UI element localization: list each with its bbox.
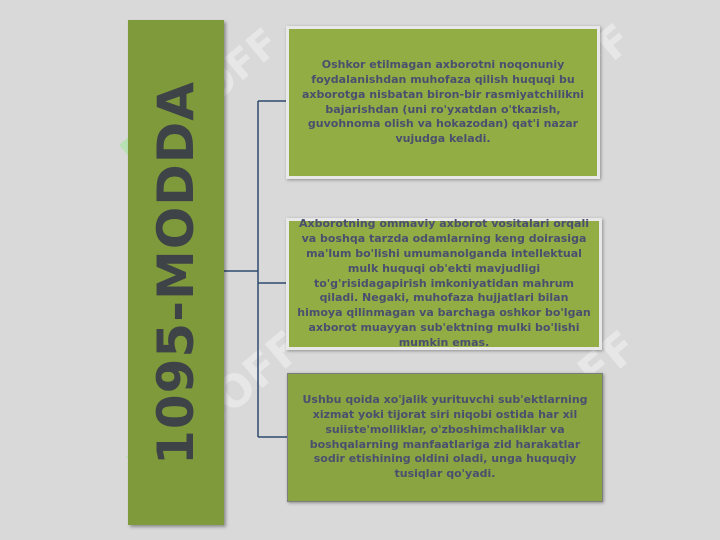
item-text-1: Oshkor etilmagan axborotni noqonuniy foy… bbox=[301, 57, 585, 146]
item-box-3: Ushbu qoida xo'jalik yurituvchi sub'ektl… bbox=[287, 373, 603, 502]
item-text-3: Ushbu qoida xo'jalik yurituvchi sub'ektl… bbox=[302, 392, 588, 481]
item-text-2: Axborotning ommaviy axborot vositalari o… bbox=[297, 217, 591, 349]
connector-trunk bbox=[224, 101, 259, 437]
title-bar: 1095-MODDA bbox=[128, 20, 224, 525]
item-box-1: Oshkor etilmagan axborotni noqonuniy foy… bbox=[286, 26, 600, 179]
diagram-title: 1095-MODDA bbox=[147, 80, 205, 465]
item-box-2: Axborotning ommaviy axborot vositalari o… bbox=[286, 217, 602, 350]
